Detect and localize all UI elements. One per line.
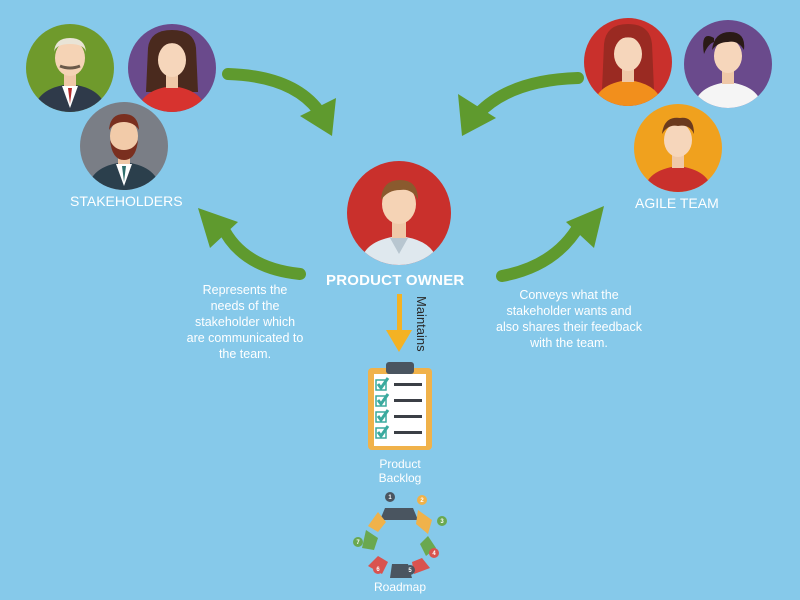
product-owner-avatar	[347, 161, 451, 265]
maintains-label: Maintains	[414, 296, 429, 352]
product-backlog-icon	[368, 362, 432, 450]
agile-team-avatar-young-man	[634, 104, 722, 192]
roadmap-icon	[362, 505, 436, 578]
arrow-po-to-backlog	[386, 294, 412, 352]
stakeholders-label: STAKEHOLDERS	[70, 193, 183, 209]
stakeholder-avatar-bearded-man	[80, 102, 168, 190]
roadmap-segment-7	[362, 530, 378, 550]
roadmap-step-5: 5	[408, 568, 412, 574]
agile-team-label: AGILE TEAM	[635, 195, 719, 211]
left-description: Represents the needs of the stakeholder …	[186, 283, 304, 361]
right-description: Conveys what the stakeholder wants and a…	[496, 288, 642, 350]
roadmap-step-marker	[437, 516, 447, 526]
product-backlog-label: Product Backlog	[360, 457, 440, 485]
roadmap-segment-4	[412, 558, 430, 574]
roadmap-step-marker	[429, 548, 439, 558]
roadmap-step-marker	[373, 564, 383, 574]
roadmap-step-marker	[405, 565, 415, 575]
product-backlog-label-line1: Product	[379, 457, 421, 471]
product-backlog-label-line2: Backlog	[378, 471, 422, 485]
roadmap-step-marker	[353, 537, 363, 547]
roadmap-step-marker	[385, 492, 395, 502]
agile-team-avatar-woman-ponytail	[684, 20, 772, 108]
roadmap-step-marker	[417, 495, 427, 505]
product-owner-label: PRODUCT OWNER	[326, 272, 465, 289]
arrow-stakeholders-to-po	[222, 68, 336, 136]
arrow-agileteam-to-po	[458, 72, 584, 136]
roadmap-label: Roadmap	[373, 580, 427, 594]
roadmap-step-1: 1	[388, 495, 392, 501]
roadmap-step-4: 4	[432, 551, 436, 557]
roadmap-step-6: 6	[376, 567, 380, 573]
roadmap-step-2: 2	[420, 498, 424, 504]
roadmap-step-7: 7	[356, 540, 360, 546]
arrow-po-to-stakeholders	[198, 208, 306, 280]
stakeholder-avatar-older-man	[26, 24, 114, 112]
roadmap-segment-2	[416, 510, 432, 534]
arrow-po-to-agileteam	[496, 206, 604, 282]
agile-team-avatar-woman-red-hair	[584, 18, 672, 106]
stakeholder-avatar-woman	[128, 24, 216, 112]
roadmap-step-3: 3	[440, 519, 444, 525]
roadmap-segment-1	[380, 508, 418, 520]
roadmap-step-markers	[353, 492, 447, 575]
roadmap-segment-8	[368, 512, 386, 532]
